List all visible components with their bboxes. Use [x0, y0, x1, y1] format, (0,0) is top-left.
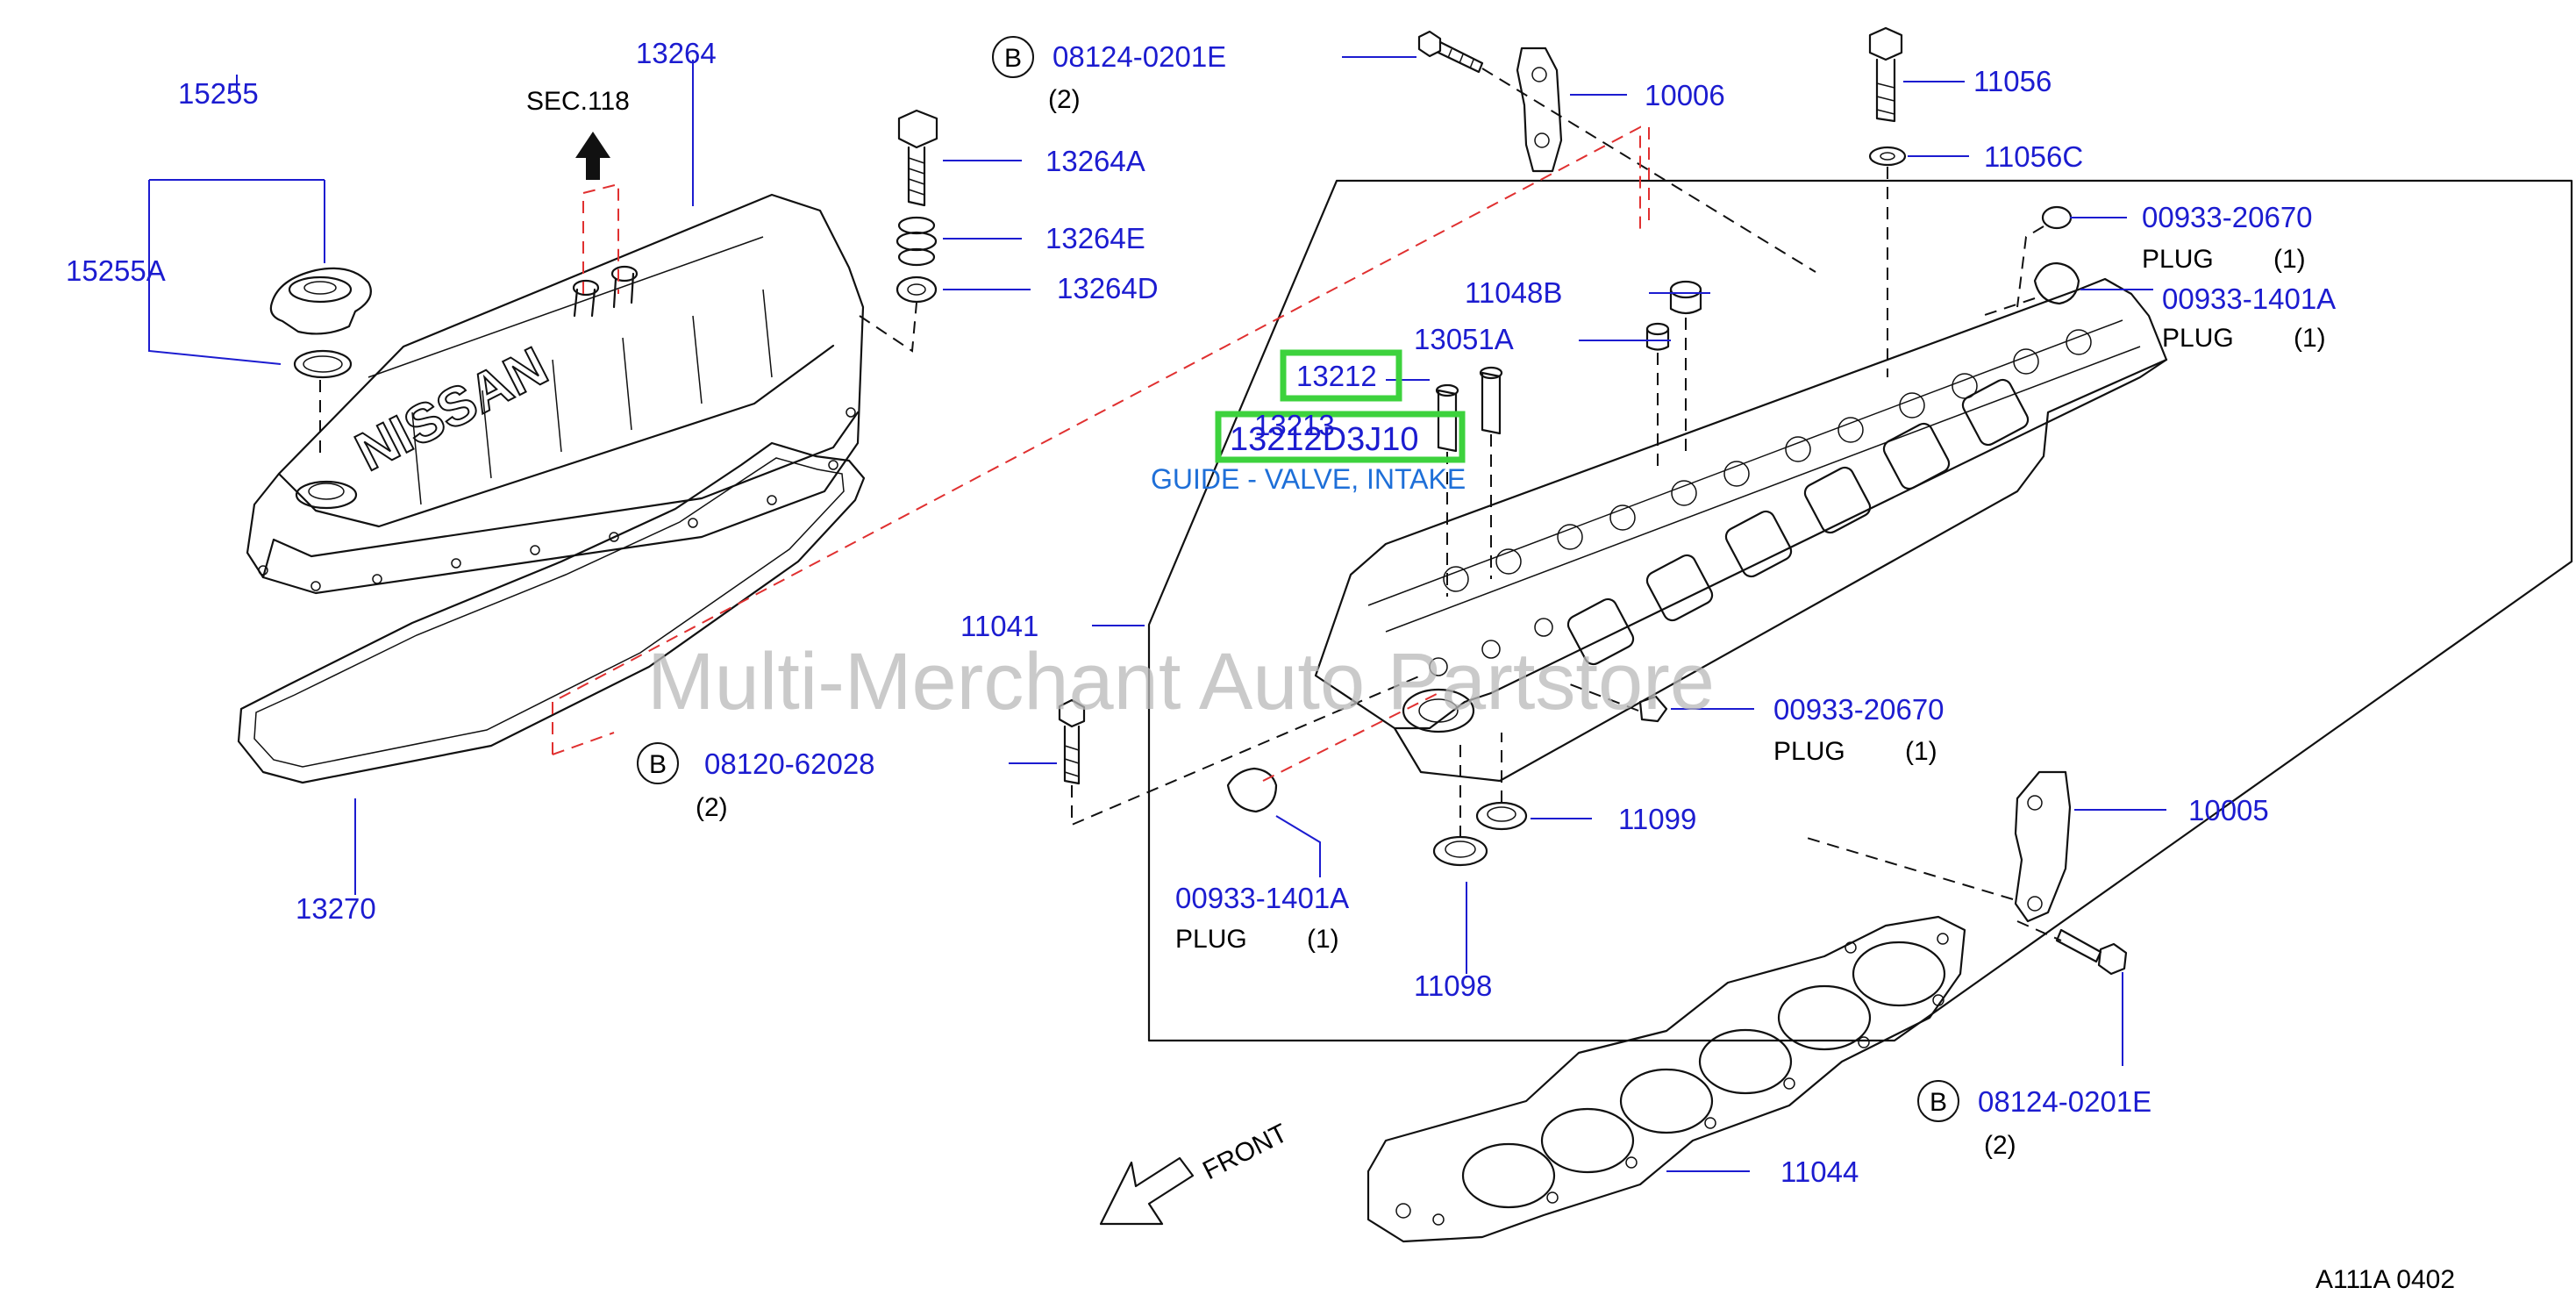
selected-part-number[interactable]: 13212D3J10 [1230, 421, 1419, 458]
part-label-08124-0201e-bottom[interactable]: 08124-0201E [1978, 1085, 2151, 1118]
part-label-10005[interactable]: 10005 [2188, 794, 2269, 826]
top-bolt-drawing [1417, 30, 1442, 58]
part-label-13051a[interactable]: 13051A [1414, 323, 1514, 355]
highlight-box-13212 [1280, 349, 1402, 402]
b-marker-middle: B [649, 750, 667, 779]
head-gasket-drawing [1366, 915, 1966, 1243]
part-label-08120-62028[interactable]: 08120-62028 [704, 748, 875, 780]
cylinder-head-drawing [1314, 277, 2168, 783]
front-label: FRONT [1198, 1119, 1292, 1185]
plug-label-top-2: PLUG [2162, 324, 2234, 353]
stud-and-grommet-drawings [896, 109, 938, 304]
head-bolt-drawing [1868, 26, 1907, 167]
leader-lines [148, 56, 2166, 1172]
part-label-13270[interactable]: 13270 [296, 892, 376, 925]
part-label-00933-20670-top[interactable]: 00933-20670 [2142, 201, 2313, 233]
part-label-15255[interactable]: 15255 [178, 77, 259, 110]
b-marker-top: B [1004, 44, 1022, 73]
qty-side-bolt: (2) [696, 793, 728, 822]
part-label-10006[interactable]: 10006 [1645, 79, 1725, 111]
selected-part-description: GUIDE - VALVE, INTAKE [1151, 463, 1466, 495]
engine-slinger-front-drawing [2014, 770, 2072, 923]
part-label-00933-20670-lower[interactable]: 00933-20670 [1773, 693, 1944, 726]
part-label-11098[interactable]: 11098 [1414, 969, 1492, 1002]
sec-118-reference-outline [552, 125, 1641, 755]
part-label-11056[interactable]: 11056 [1973, 65, 2052, 97]
filler-cap-seal-drawing [293, 349, 353, 379]
rocker-cover-gasket-drawing [237, 441, 866, 784]
part-label-13264d[interactable]: 13264D [1057, 272, 1159, 304]
side-bolt-drawing [1058, 698, 1086, 785]
plug-1401a-lower-drawing [1226, 767, 1278, 813]
sec-118-up-arrow-icon [575, 132, 610, 180]
plug-label-top-1: PLUG [2142, 245, 2214, 274]
part-label-13264a[interactable]: 13264A [1045, 145, 1145, 177]
qty-plug-top-2: (1) [2294, 324, 2326, 353]
nissan-logo-embossing: NISSAN [346, 336, 557, 483]
oil-filler-cap-drawing [269, 267, 372, 335]
part-label-11099[interactable]: 11099 [1618, 803, 1696, 835]
part-label-13264[interactable]: 13264 [636, 37, 717, 69]
qty-plug-lower-2: (1) [1307, 925, 1339, 954]
qty-plug-lower-1: (1) [1905, 737, 1937, 766]
part-label-08124-0201e-top[interactable]: 08124-0201E [1053, 40, 1226, 73]
part-label-13213[interactable]: 13213 [1254, 409, 1335, 441]
b-marker-bottom: B [1930, 1088, 1947, 1117]
part-label-13212[interactable]: 13212 [1296, 360, 1377, 392]
plug-1401a-top-drawing [2033, 261, 2080, 305]
bottom-bolt-drawing [2055, 928, 2128, 976]
engine-slinger-rear-drawing [1516, 46, 1563, 173]
plug-20670-lower-drawing [1638, 695, 1668, 723]
part-label-00933-1401a-lower[interactable]: 00933-1401A [1175, 882, 1349, 914]
cylinder-head-group-frame [1147, 179, 2573, 1042]
watermark-text: Multi-Merchant Auto Partstore [647, 637, 1715, 726]
plug-label-lower-2: PLUG [1175, 925, 1247, 954]
front-direction-arrow-icon [1099, 1156, 1195, 1226]
qty-plug-top-1: (1) [2273, 245, 2306, 274]
valve-guide-drawings [1435, 366, 1503, 597]
qty-bottom-bolt: (2) [1984, 1131, 2016, 1160]
part-label-11056c[interactable]: 11056C [1984, 140, 2083, 173]
diagram-code: A111A 0402 [2316, 1265, 2455, 1294]
part-label-11048b[interactable]: 11048B [1465, 276, 1562, 309]
highlight-box-selected [1215, 411, 1466, 463]
valve-seal-drawings [1645, 280, 1702, 474]
part-label-13264e[interactable]: 13264E [1045, 222, 1145, 254]
part-label-11041[interactable]: 11041 [960, 610, 1038, 642]
qty-top-bolt: (2) [1048, 85, 1081, 114]
plug-label-lower-1: PLUG [1773, 737, 1845, 766]
part-label-11044[interactable]: 11044 [1780, 1155, 1859, 1188]
rocker-cover-drawing: NISSAN [246, 193, 865, 595]
bolt-group-markers [637, 36, 1959, 1122]
part-label-00933-1401a-top[interactable]: 00933-1401A [2162, 283, 2336, 315]
part-label-15255a[interactable]: 15255A [66, 254, 166, 287]
plug-20670-top-drawing [2041, 205, 2073, 230]
sec-118-label[interactable]: SEC.118 [526, 87, 630, 116]
